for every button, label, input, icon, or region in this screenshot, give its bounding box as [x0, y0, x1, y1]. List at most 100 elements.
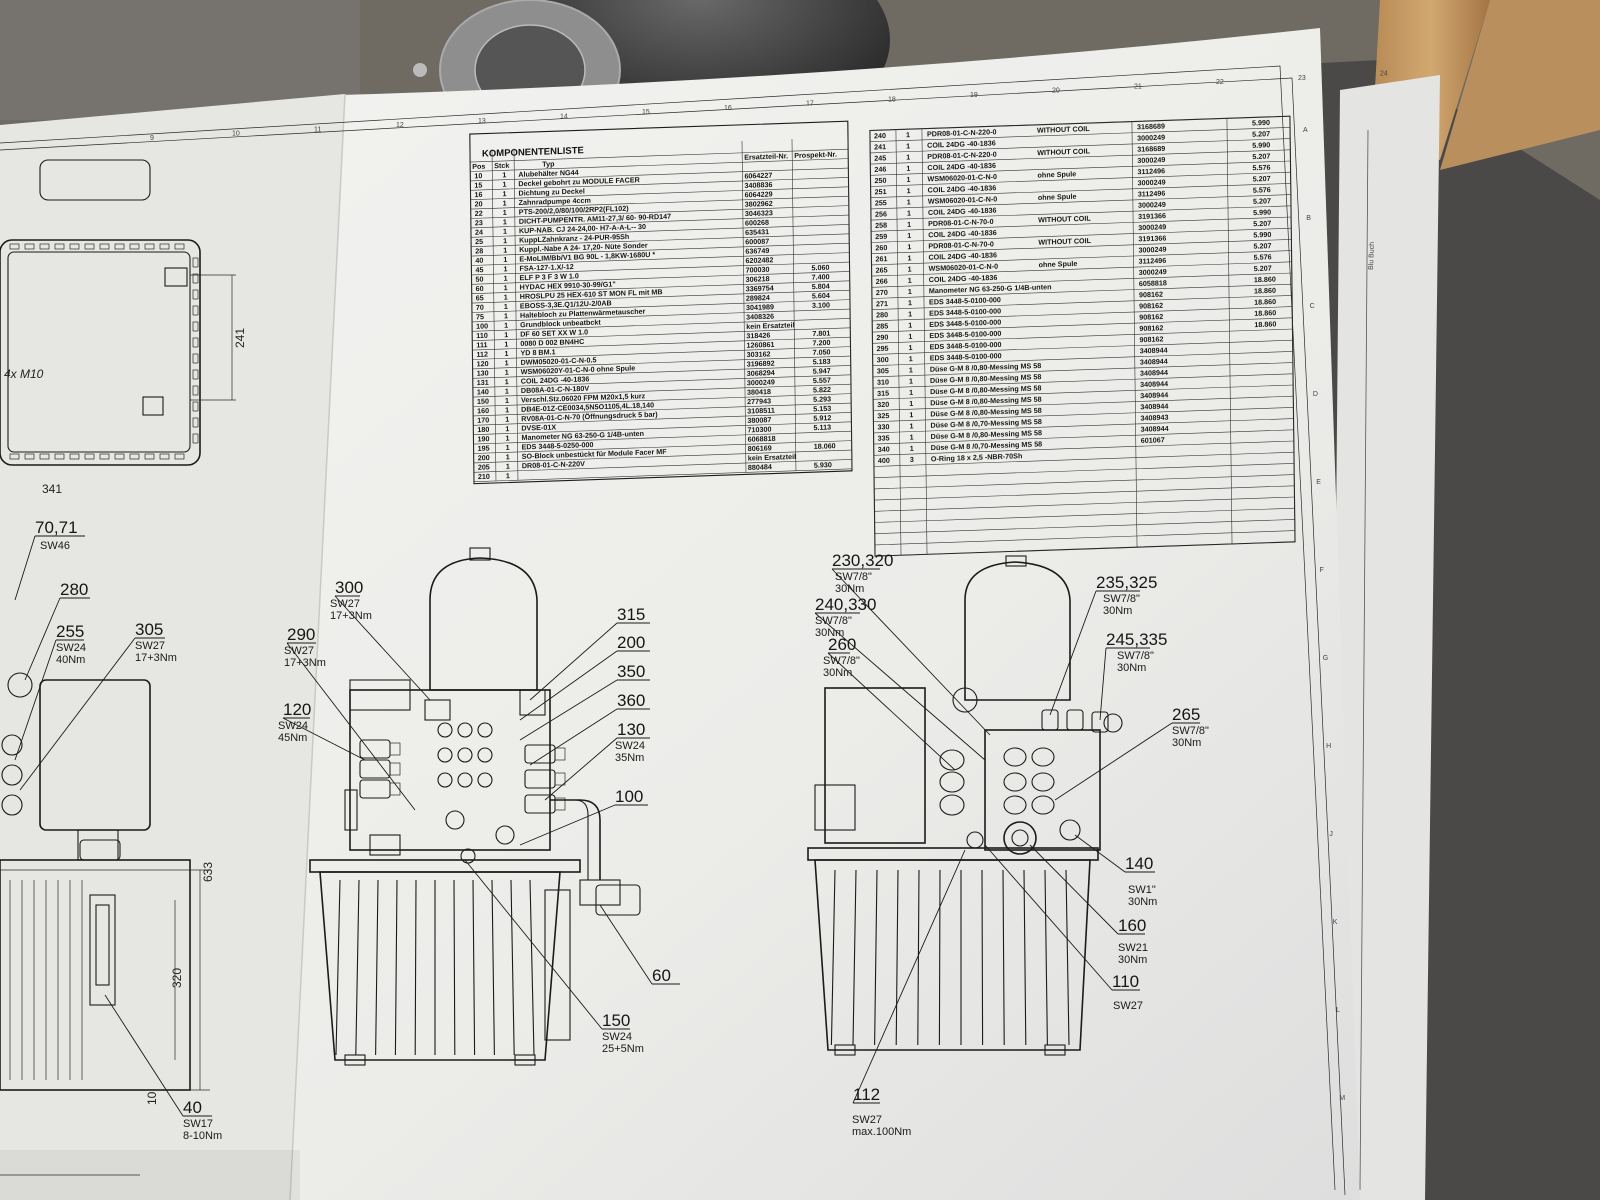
table-left-cell: 1260861 — [746, 340, 774, 350]
table-left-cell: 380087 — [747, 415, 771, 425]
callout-70-sub: SW46 — [40, 540, 70, 552]
ruler-top-label: 9 — [150, 135, 154, 142]
table-right-cell: WSM06020-01-C-N-0 — [928, 194, 998, 205]
table-left-cell: DF 60 SET XX W 1.0 — [520, 327, 588, 338]
table-left-cell: 190 — [477, 434, 489, 443]
callout-240-a: SW7/8" — [815, 615, 852, 627]
table-left-cell: 5.947 — [813, 366, 831, 376]
table-left-cell: 306218 — [746, 274, 770, 284]
table-right-cell: 5.207 — [1252, 151, 1270, 161]
table-header-cell: Ersatzteil-Nr. — [744, 151, 788, 161]
table-right-cell: 300 — [877, 355, 889, 364]
callout-150: 150 — [602, 1011, 630, 1030]
table-left-cell: DWM05020-01-C-N-0.5 — [521, 355, 597, 367]
table-left-cell: 3802962 — [745, 199, 773, 209]
callout-265-a: SW7/8" — [1172, 725, 1209, 737]
callout-112-a: SW27 — [852, 1114, 882, 1126]
table-left-cell: 15 — [474, 180, 482, 189]
table-right-cell: 908162 — [1139, 301, 1163, 311]
table-right-cell: 18.860 — [1254, 308, 1276, 318]
callout-290-b: 17+3Nm — [284, 657, 326, 669]
table-left-cell: 5.113 — [813, 423, 831, 433]
ruler-top-label: 18 — [888, 96, 896, 103]
table-right-cell: 1 — [909, 354, 913, 363]
table-right-cell: 1 — [906, 141, 910, 150]
table-header-cell: Stck — [494, 161, 509, 171]
table-left-cell: 180 — [477, 425, 489, 434]
ruler-top-label: 24 — [1380, 71, 1388, 78]
table-left-cell: kein Ersatzteil — [746, 320, 794, 331]
callout-360: 360 — [617, 691, 645, 710]
table-right-cell: 1 — [909, 410, 913, 419]
table-right-cell: 3112496 — [1137, 166, 1165, 176]
callout-40-a: SW17 — [183, 1118, 213, 1130]
table-right-cell: 3191366 — [1138, 233, 1166, 243]
table-right-cell: EDS 3448-5-0100-000 — [929, 306, 1001, 317]
table-left-cell: 1 — [505, 405, 509, 414]
table-right-cell: 3000249 — [1137, 155, 1165, 165]
table-right-cell: 325 — [877, 411, 889, 420]
ruler-right-label: K — [1333, 919, 1338, 926]
callout-140-a: SW1" — [1128, 884, 1156, 896]
table-right-cell: EDS 3448-5-0100-000 — [930, 351, 1002, 362]
table-left-cell: 24 — [475, 227, 483, 236]
table-right-cell: 3408944 — [1140, 401, 1168, 411]
table-right-cell: 5.207 — [1252, 129, 1270, 139]
table-left-cell: 60 — [476, 284, 484, 293]
callout-265-b: 30Nm — [1172, 737, 1201, 749]
table-right-cell: COIL 24DG -40-1836 — [928, 206, 997, 217]
table-right-cell: PDR08-01-C-N-220-0 — [927, 150, 997, 161]
callout-245-a: SW7/8" — [1117, 650, 1154, 662]
callout-300-b: 17+3Nm — [330, 610, 372, 622]
table-right-cell: 5.207 — [1253, 241, 1271, 251]
callout-160: 160 — [1118, 916, 1146, 935]
ruler-top-label: 11 — [314, 126, 321, 133]
table-left-cell: 1 — [502, 180, 506, 189]
table-left-cell: 3408836 — [744, 180, 772, 190]
table-right-cell: 5.207 — [1253, 196, 1271, 206]
table-right-cell: 3000249 — [1138, 222, 1166, 232]
table-right-cell: 1 — [909, 377, 913, 386]
table-left-cell: 16 — [474, 190, 482, 199]
ruler-right-label: H — [1326, 743, 1331, 750]
table-right-cell: WITHOUT COIL — [1037, 124, 1090, 135]
table-right-cell: 18.860 — [1254, 286, 1276, 296]
table-right-cell: 908162 — [1139, 323, 1163, 333]
callout-305: 305 — [135, 620, 163, 639]
ruler-top-label: 21 — [1134, 83, 1142, 90]
table-left-cell: COIL 24DG -40-1836 — [521, 374, 590, 385]
table-right-cell: O-Ring 18 x 2,5 -NBR-70Sh — [931, 451, 1023, 463]
table-right-cell: 6058818 — [1139, 278, 1167, 288]
table-left-cell: 160 — [477, 406, 489, 415]
table-left-cell: 3000249 — [747, 377, 775, 387]
table-left-cell: 10 — [474, 171, 482, 180]
callout-315: 315 — [617, 605, 645, 624]
ruler-top-label: 17 — [806, 101, 814, 108]
table-left-cell: 277943 — [747, 396, 771, 406]
table-right-cell: Düse G-M 8 /0,80-Messing MS 58 — [930, 361, 1042, 374]
table-right-cell: 1 — [908, 321, 912, 330]
table-left-cell: 7.200 — [812, 338, 830, 348]
callout-60: 60 — [652, 966, 671, 985]
table-left-cell: 50 — [475, 274, 483, 283]
ruler-right-label: C — [1310, 303, 1315, 310]
table-left-cell: 1 — [504, 311, 508, 320]
table-right-cell: COIL 24DG -40-1836 — [928, 228, 997, 239]
table-right-cell: 3408944 — [1140, 345, 1168, 355]
table-right-cell: COIL 24DG -40-1836 — [927, 161, 996, 172]
table-left-cell: 3041989 — [746, 302, 774, 312]
table-left-cell: 1 — [505, 358, 509, 367]
table-right-cell: 5.207 — [1254, 263, 1272, 273]
table-right-cell: 1 — [908, 332, 912, 341]
table-left-cell: 5.822 — [813, 385, 831, 395]
table-right-cell: 1 — [907, 242, 911, 251]
table-left-cell: 1 — [503, 208, 507, 217]
table-left-cell: Grundblock unbeatbckt — [520, 317, 601, 329]
table-right-cell: 5.576 — [1253, 185, 1271, 195]
table-left-cell: 1 — [505, 377, 509, 386]
table-right-cell: 5.990 — [1252, 140, 1270, 150]
table-right-cell: 295 — [876, 344, 888, 353]
table-left-cell: 1 — [506, 462, 510, 471]
callout-300-a: SW27 — [330, 598, 360, 610]
